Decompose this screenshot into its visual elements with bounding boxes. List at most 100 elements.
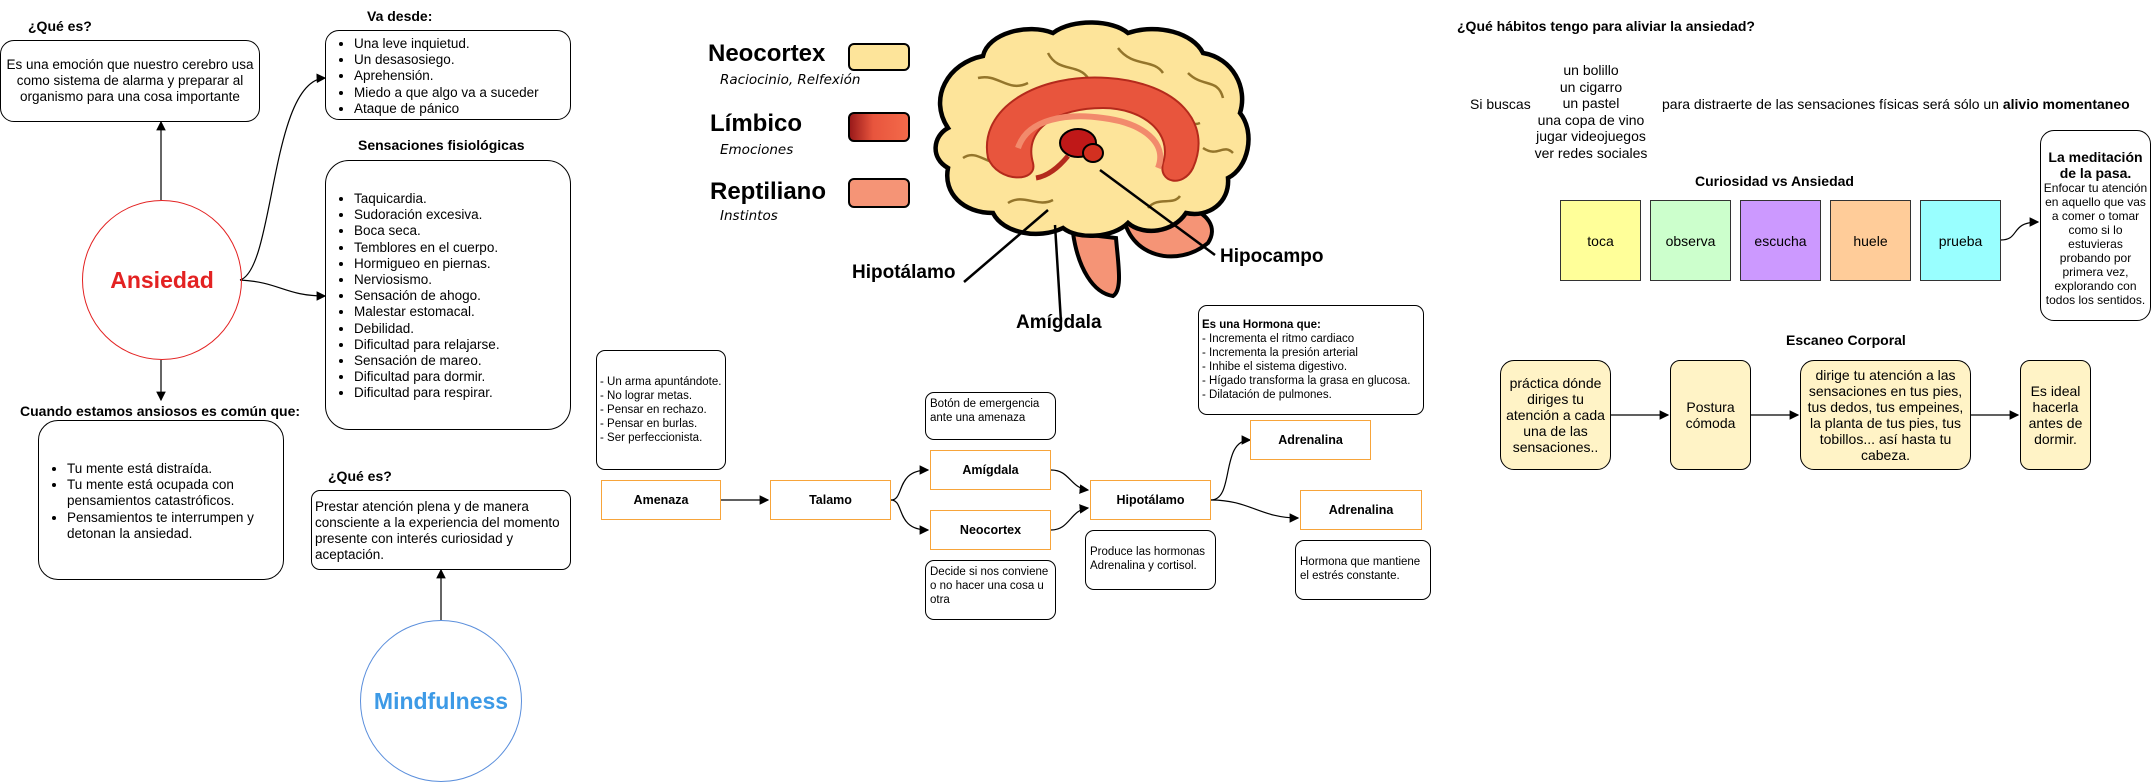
cuando-title: Cuando estamos ansiosos es común que:: [20, 403, 301, 419]
escaneo-step-3: dirige tu atención a las sensaciones en …: [1800, 360, 1971, 470]
reptiliano-swatch: [848, 178, 910, 208]
va-desde-box: Una leve inquietud. Un desasosiego. Apre…: [325, 30, 571, 120]
amenaza-label: Amenaza: [633, 493, 689, 507]
ansiedad-label: Ansiedad: [110, 266, 214, 293]
list-item: Malestar estomacal.: [354, 304, 570, 320]
mindfulness-que-es-text: Prestar atención plena y de manera consc…: [315, 499, 560, 562]
opcion-item: un pastel: [1562, 95, 1620, 111]
toca-label: toca: [1587, 232, 1614, 249]
list-item: Sudoración excesiva.: [354, 207, 570, 223]
produce-note: Produce las hormonas Adrenalina y cortis…: [1085, 530, 1216, 590]
note-line: - Ser perfeccionista.: [600, 432, 703, 444]
list-item: Hormigueo en piernas.: [354, 256, 570, 272]
pasa-title: La meditación de la pasa.: [2048, 149, 2143, 181]
opciones-list: un bolillo un cigarro un pastel una copa…: [1520, 62, 1662, 161]
neocortex-swatch: [848, 43, 910, 71]
brain-illustration: [933, 20, 1251, 299]
decide-note: Decide si nos conviene o no hacer una co…: [925, 560, 1056, 620]
escaneo-step-2-text: Postura cómoda: [1685, 399, 1736, 431]
va-desde-title: Va desde:: [367, 8, 433, 24]
talamo-node: Talamo: [770, 480, 891, 520]
hipotalamo-node: Hipotálamo: [1090, 480, 1211, 520]
escucha-box: escucha: [1740, 200, 1821, 281]
escaneo-step-4-text: Es ideal hacerla antes de dormir.: [2028, 383, 2083, 447]
list-item: Sensación de ahogo.: [354, 288, 570, 304]
reptiliano-subtitle: Instintos: [720, 208, 778, 224]
prueba-label: prueba: [1938, 232, 1983, 249]
list-item: Boca seca.: [354, 223, 570, 239]
si-buscas: Si buscas: [1470, 96, 1531, 112]
amenaza-note: - Un arma apuntándote. - No lograr metas…: [596, 350, 726, 470]
mindfulness-circle: Mindfulness: [360, 620, 522, 782]
toca-box: toca: [1560, 200, 1641, 281]
amigdala-label: Amígdala: [1016, 312, 1102, 333]
huele-label: huele: [1853, 232, 1888, 249]
list-item: Sensación de mareo.: [354, 353, 570, 369]
amenaza-node: Amenaza: [601, 480, 721, 520]
escaneo-title: Escaneo Corporal: [1786, 332, 1906, 348]
decide-note-text: Decide si nos conviene o no hacer una co…: [930, 566, 1049, 606]
escaneo-step-3-text: dirige tu atención a las sensaciones en …: [1807, 367, 1964, 463]
list-item: Pensamientos te interrumpen y detonan la…: [67, 510, 277, 542]
reptiliano-label: Reptiliano: [710, 178, 827, 205]
adrenalina-label-1: Adrenalina: [1278, 433, 1343, 447]
que-es-text: Es una emoción que nuestro cerebro usa c…: [6, 57, 254, 104]
para-distraerte-text: para distraerte de las sensaciones físic…: [1662, 96, 1999, 112]
list-item: Miedo a que algo va a suceder: [354, 85, 570, 101]
escucha-label: escucha: [1754, 232, 1807, 249]
observa-label: observa: [1665, 232, 1716, 249]
list-item: Tu mente está distraída.: [67, 461, 277, 477]
amigdala-node: Amígdala: [930, 450, 1051, 490]
note-line: - Incrementa el ritmo cardiaco: [1202, 333, 1355, 345]
boton-note: Botón de emergencia ante una amenaza: [925, 392, 1056, 440]
huele-box: huele: [1830, 200, 1911, 281]
list-item: Un desasosiego.: [354, 52, 570, 68]
sensaciones-box: Taquicardia. Sudoración excesiva. Boca s…: [325, 160, 571, 430]
cuando-list: Tu mente está distraída. Tu mente está o…: [39, 461, 277, 542]
talamo-label: Talamo: [809, 493, 852, 507]
list-item: Una leve inquietud.: [354, 36, 570, 52]
cortisol-note: Hormona que mantiene el estrés constante…: [1295, 540, 1431, 600]
note-line: - Inhibe el sistema digestivo.: [1202, 361, 1348, 373]
list-item: Ataque de pánico: [354, 101, 570, 117]
note-line: - Un arma apuntándote.: [600, 376, 722, 388]
sensaciones-list: Taquicardia. Sudoración excesiva. Boca s…: [326, 191, 570, 402]
produce-note-text: Produce las hormonas Adrenalina y cortis…: [1090, 546, 1206, 572]
limbico-label: Límbico: [710, 110, 803, 137]
boton-note-text: Botón de emergencia ante una amenaza: [930, 398, 1040, 424]
list-item: Debilidad.: [354, 321, 570, 337]
mindfulness-que-es-title: ¿Qué es?: [328, 468, 392, 484]
cortisol-note-text: Hormona que mantiene el estrés constante…: [1300, 556, 1421, 582]
que-es-title: ¿Qué es?: [28, 18, 92, 34]
neocortex-node: Neocortex: [930, 510, 1051, 550]
list-item: Taquicardia.: [354, 191, 570, 207]
adrenalina-node-2: Adrenalina: [1300, 490, 1422, 530]
neocortex-subtitle: Raciocinio, Relfexión: [720, 72, 861, 88]
escaneo-step-1-text: práctica dónde diriges tu atención a cad…: [1506, 375, 1605, 455]
opcion-item: un cigarro: [1559, 78, 1623, 95]
opcion-item: jugar videojuegos: [1536, 128, 1646, 144]
hipotalamo-flow-label: Hipotálamo: [1116, 493, 1185, 507]
pasa-text: Enfocar tu atención en aquello que vas a…: [2043, 181, 2148, 307]
mindfulness-label: Mindfulness: [373, 687, 509, 714]
list-item: Dificultad para dormir.: [354, 369, 570, 385]
escaneo-step-1: práctica dónde diriges tu atención a cad…: [1500, 360, 1611, 470]
neocortex-label: Neocortex: [708, 40, 826, 67]
note-line: - Pensar en rechazo.: [600, 404, 707, 416]
para-distraerte: para distraerte de las sensaciones físic…: [1662, 96, 2130, 112]
observa-box: observa: [1650, 200, 1731, 281]
habitos-title: ¿Qué hábitos tengo para aliviar la ansie…: [1457, 18, 1755, 34]
note-line: - No lograr metas.: [600, 390, 693, 402]
va-desde-list: Una leve inquietud. Un desasosiego. Apre…: [326, 36, 570, 117]
que-es-box: Es una emoción que nuestro cerebro usa c…: [0, 40, 260, 122]
cuando-box: Tu mente está distraída. Tu mente está o…: [38, 420, 284, 580]
ansiedad-circle: Ansiedad: [82, 200, 242, 360]
limbico-swatch: [848, 112, 910, 142]
opcion-item: ver redes sociales: [1534, 144, 1648, 161]
note-line: - Hígado transforma la grasa en glucosa.: [1202, 375, 1411, 387]
mindfulness-que-es-box: Prestar atención plena y de manera consc…: [311, 490, 571, 570]
escaneo-step-2: Postura cómoda: [1670, 360, 1751, 470]
list-item: Tu mente está ocupada con pensamientos c…: [67, 477, 277, 509]
hipotalamo-label: Hipotálamo: [852, 262, 956, 283]
